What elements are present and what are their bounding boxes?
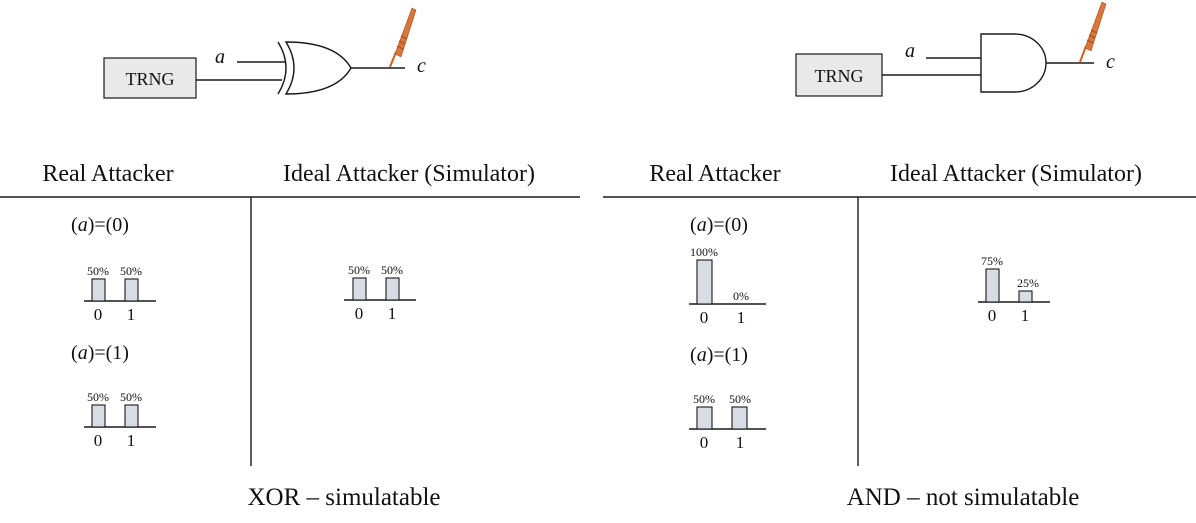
bar-1 [124, 404, 139, 428]
right-ideal-attacker-header: Ideal Attacker (Simulator) [890, 161, 1142, 187]
tick-1: 1 [388, 304, 397, 323]
left-ideal-attacker-header: Ideal Attacker (Simulator) [283, 161, 535, 187]
probe-icon [1079, 1, 1107, 63]
bar-0 [91, 404, 106, 428]
trng-label: TRNG [126, 69, 175, 89]
bar-label-1: 50% [729, 392, 751, 406]
bar-label-0: 100% [690, 245, 718, 259]
right-real-attacker-header: Real Attacker [649, 161, 780, 187]
tick-1: 1 [736, 433, 745, 452]
bar-label-1: 50% [381, 263, 403, 277]
tick-0: 0 [94, 431, 103, 450]
and-input-label-a: a [905, 40, 915, 62]
bar-label-1: 0% [733, 289, 749, 303]
left-real-a1-chart: 50% 50% 0 1 [84, 390, 156, 450]
xor-circuit: TRNG a c [103, 7, 426, 99]
bar-label-0: 50% [87, 390, 109, 404]
trng-box [795, 53, 883, 97]
tick-1: 1 [737, 308, 746, 327]
tick-1: 1 [127, 431, 136, 450]
xor-gate-extra-curve [277, 41, 287, 95]
bar-label-0: 50% [87, 264, 109, 278]
bar-1 [385, 277, 400, 301]
tick-1: 1 [127, 305, 136, 324]
right-real-a1-chart: 50% 50% 0 1 [689, 392, 766, 452]
bar-label-0: 50% [693, 392, 715, 406]
bar-label-0: 50% [348, 263, 370, 277]
bar-1 [124, 278, 139, 302]
bar-0 [696, 406, 713, 430]
right-real-condition-a0: (a)=(0) [690, 214, 748, 236]
left-real-condition-a1: (a)=(1) [71, 342, 129, 364]
and-circuit: TRNG a c [795, 1, 1115, 97]
bar-0 [352, 277, 367, 301]
tick-0: 0 [94, 305, 103, 324]
xor-output-label-c: c [417, 55, 426, 77]
bar-label-1: 50% [120, 390, 142, 404]
bar-label-0: 75% [981, 254, 1003, 268]
left-real-a0-chart: 50% 50% 0 1 [84, 264, 156, 324]
bar-0 [985, 268, 1000, 303]
left-real-condition-a0: (a)=(0) [71, 214, 129, 236]
and-gate [980, 33, 1047, 93]
xor-gate [284, 41, 352, 95]
tick-0: 0 [355, 304, 364, 323]
tick-0: 0 [988, 306, 997, 325]
probe-icon [389, 7, 417, 68]
bar-0 [91, 278, 106, 302]
bar-1 [1018, 290, 1033, 303]
and-output-label-c: c [1106, 51, 1115, 73]
tick-0: 0 [700, 433, 709, 452]
bar-label-1: 25% [1017, 276, 1039, 290]
bar-label-1: 50% [120, 264, 142, 278]
tick-1: 1 [1021, 306, 1030, 325]
xor-input-label-a: a [215, 46, 225, 68]
right-ideal-chart: 75% 25% 0 1 [978, 254, 1050, 325]
bar-1 [731, 406, 748, 430]
left-ideal-chart: 50% 50% 0 1 [344, 263, 416, 323]
left-real-attacker-header: Real Attacker [42, 161, 173, 187]
right-caption: AND – not simulatable [847, 484, 1080, 511]
right-real-condition-a1: (a)=(1) [690, 344, 748, 366]
trng-label: TRNG [815, 66, 864, 86]
bar-0 [696, 259, 713, 305]
right-real-a0-chart: 100% 0% 0 1 [689, 245, 766, 327]
tick-0: 0 [700, 308, 709, 327]
trng-box [103, 57, 197, 99]
left-caption: XOR – simulatable [247, 484, 440, 511]
